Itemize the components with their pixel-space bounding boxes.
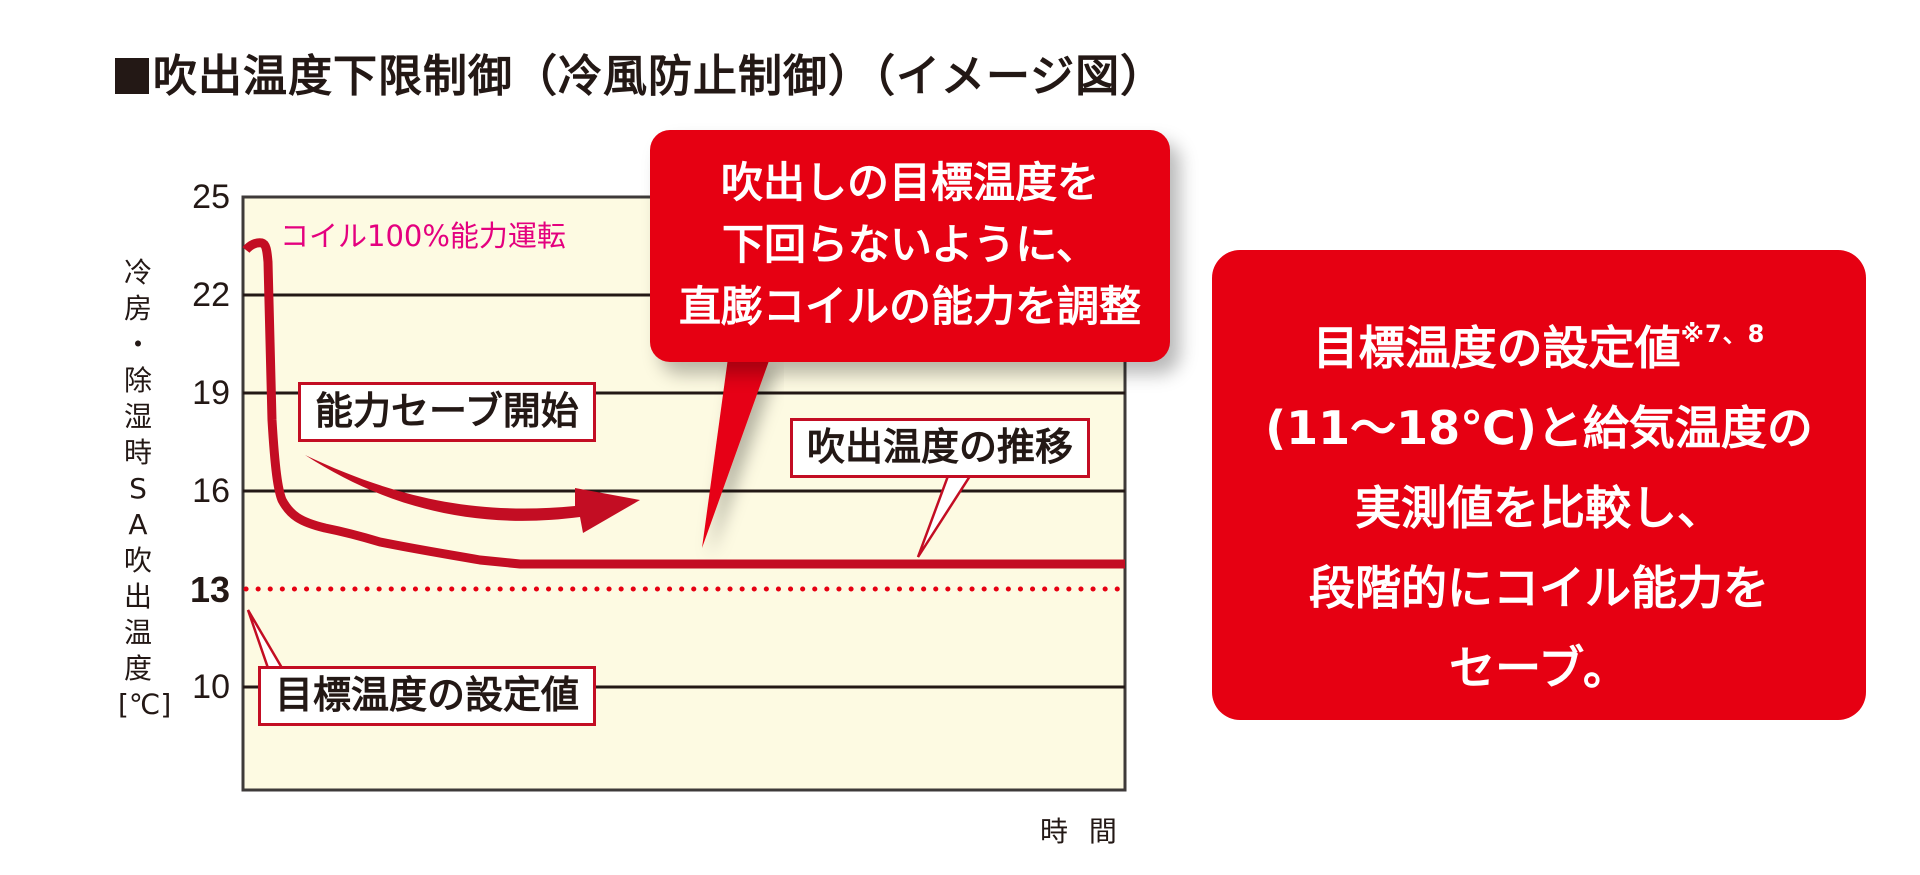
info-box: 目標温度の設定値※7、8 (11〜18℃)と給気温度の 実測値を比較し、 段階的… [1212, 250, 1866, 720]
bubble-tail [702, 358, 770, 548]
page-title: 吹出温度下限制御（冷風防止制御）（イメージ図） [115, 40, 1165, 104]
y-tick-13: 13 [189, 569, 230, 610]
footnote-marker: ※7、8 [1680, 320, 1766, 348]
y-tick-22: 22 [192, 276, 230, 314]
curved-arrow-icon [305, 455, 640, 533]
y-tick-25: 25 [192, 178, 230, 216]
y-axis-label: 冷 房 ・ 除 湿 時 S A 吹 出 温 度 [℃] [118, 256, 172, 721]
y-tick-10: 10 [192, 668, 230, 706]
y-tick-19: 19 [192, 374, 230, 412]
square-bullet-icon [115, 58, 149, 94]
y-tick-16: 16 [192, 472, 230, 510]
coil-full-capacity-label: コイル100%能力運転 [280, 219, 566, 253]
adjust-capacity-bubble: 吹出しの目標温度を 下回らないように、 直膨コイルの能力を調整 [650, 130, 1170, 362]
temperature-trend-line [242, 238, 1125, 569]
temp-trend-callout: 吹出温度の推移 [790, 418, 1091, 478]
save-start-callout: 能力セーブ開始 [298, 382, 596, 442]
x-axis-label: 時 間 [1040, 815, 1123, 848]
target-setpoint-callout: 目標温度の設定値 [258, 666, 597, 726]
